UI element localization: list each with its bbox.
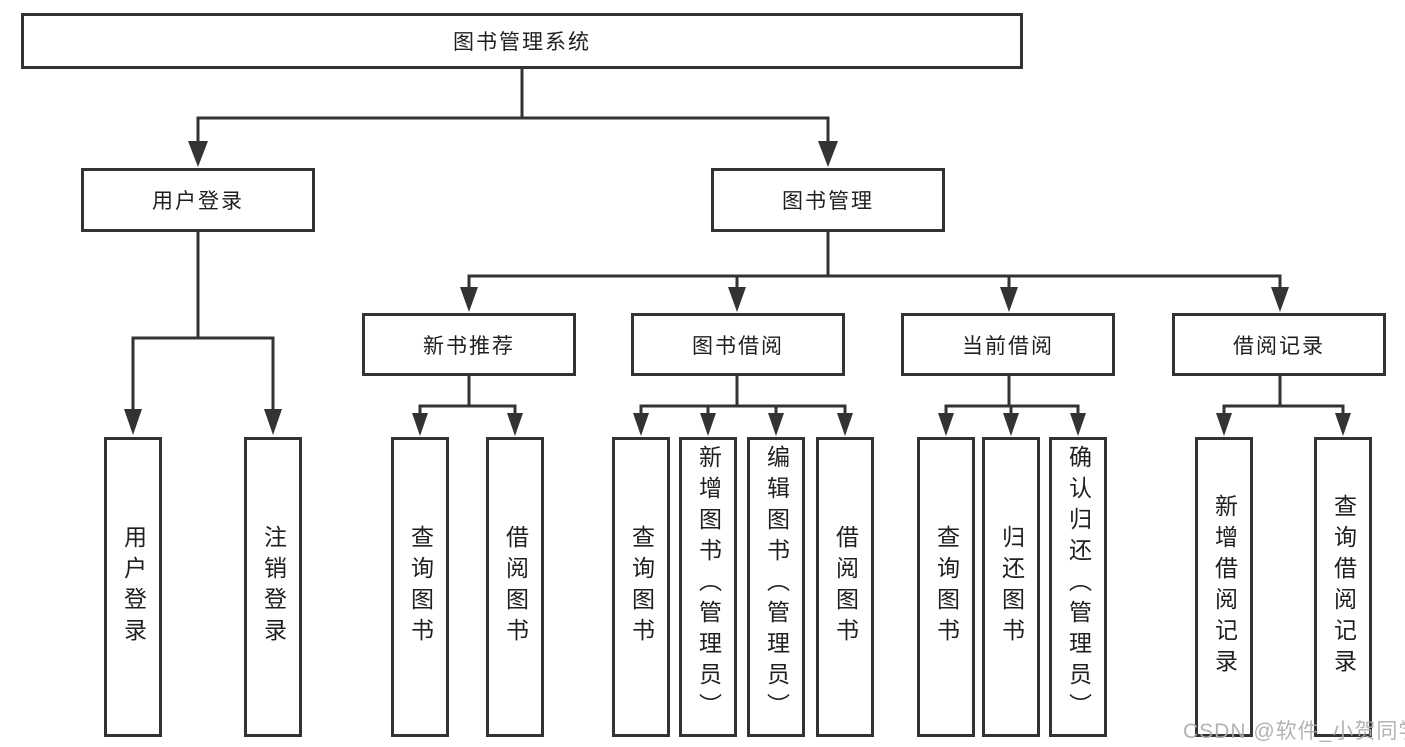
node-label: 图书管理系统 <box>453 31 591 54</box>
leaf-query-borrow-record: 查询借阅记录 <box>1314 437 1372 737</box>
node-label: 用户登录 <box>152 190 244 213</box>
leaf-label: 确认归还（管理员） <box>1065 445 1092 724</box>
leaf-borrow-books: 借阅图书 <box>486 437 544 737</box>
leaf-borrow-books: 借阅图书 <box>816 437 874 737</box>
leaf-label: 查询图书 <box>407 525 434 649</box>
leaf-label: 用户登录 <box>120 525 147 649</box>
leaf-add-book-admin: 新增图书（管理员） <box>679 437 737 737</box>
leaf-label: 注销登录 <box>260 525 287 649</box>
node-label: 借阅记录 <box>1233 334 1325 358</box>
leaf-label: 借阅图书 <box>832 525 859 649</box>
node-borrowing-records: 借阅记录 <box>1172 313 1386 376</box>
leaf-label: 新增图书（管理员） <box>695 445 722 724</box>
leaf-user-login: 用户登录 <box>104 437 162 737</box>
node-book-management: 图书管理 <box>711 168 945 232</box>
leaf-query-books: 查询图书 <box>612 437 670 737</box>
leaf-confirm-return-admin: 确认归还（管理员） <box>1049 437 1107 737</box>
node-new-book-recommendation: 新书推荐 <box>362 313 576 376</box>
leaf-query-books: 查询图书 <box>917 437 975 737</box>
node-label: 当前借阅 <box>962 334 1054 358</box>
leaf-label: 查询图书 <box>628 525 655 649</box>
leaf-label: 编辑图书（管理员） <box>763 445 790 724</box>
leaf-label: 查询借阅记录 <box>1330 494 1357 680</box>
csdn-watermark: CSDN @软件_小贺同学 <box>1183 720 1405 743</box>
node-user-login: 用户登录 <box>81 168 315 232</box>
arrowheads <box>124 141 1351 436</box>
node-book-borrowing: 图书借阅 <box>631 313 845 376</box>
leaf-edit-book-admin: 编辑图书（管理员） <box>747 437 805 737</box>
leaf-label: 借阅图书 <box>502 525 529 649</box>
node-label: 新书推荐 <box>423 334 515 358</box>
node-label: 图书借阅 <box>692 334 784 358</box>
leaf-label: 查询图书 <box>933 525 960 649</box>
node-label: 图书管理 <box>782 190 874 213</box>
leaf-label: 新增借阅记录 <box>1211 494 1238 680</box>
leaf-query-books: 查询图书 <box>391 437 449 737</box>
leaf-label: 归还图书 <box>998 525 1025 649</box>
leaf-logout: 注销登录 <box>244 437 302 737</box>
leaf-add-borrow-record: 新增借阅记录 <box>1195 437 1253 737</box>
node-root-library-management-system: 图书管理系统 <box>21 13 1023 69</box>
node-current-borrowing: 当前借阅 <box>901 313 1115 376</box>
leaf-return-books: 归还图书 <box>982 437 1040 737</box>
